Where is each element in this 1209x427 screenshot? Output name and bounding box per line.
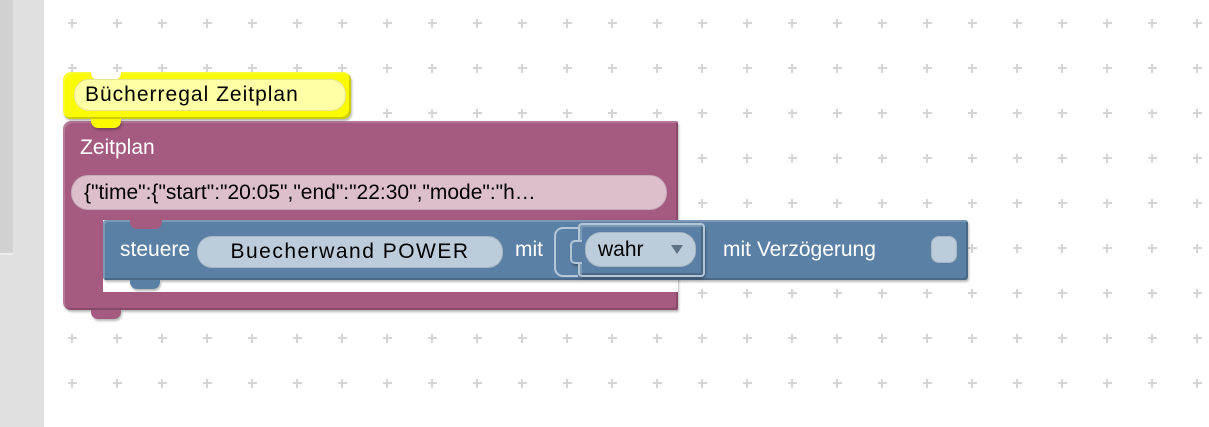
- device-id-value: Buecherwand POWER: [230, 240, 470, 263]
- cron-value: {"time":{"start":"20:05","end":"22:30","…: [84, 180, 536, 204]
- control-action-label: steuere: [120, 238, 191, 261]
- comment-top-notch: [91, 72, 121, 80]
- boolean-dropdown-value: wahr: [598, 237, 644, 261]
- logic-left-connector: [570, 240, 582, 264]
- comment-text: Bücherregal Zeitplan: [85, 83, 299, 106]
- control-bottom-connector: [130, 280, 160, 289]
- control-block[interactable]: steuere Buecherwand POWER mit mit Verzög…: [103, 220, 968, 289]
- delay-checkbox[interactable]: [931, 236, 957, 263]
- comment-text-field[interactable]: Bücherregal Zeitplan: [74, 79, 346, 111]
- control-delay-label: mit Verzögerung: [723, 238, 876, 261]
- boolean-dropdown[interactable]: wahr: [585, 232, 696, 267]
- device-id-field[interactable]: Buecherwand POWER: [197, 236, 503, 268]
- schedule-title: Zeitplan: [80, 136, 155, 159]
- comment-bottom-connector: [91, 119, 121, 128]
- comment-block[interactable]: Bücherregal Zeitplan: [63, 72, 351, 128]
- control-with-label: mit: [515, 238, 543, 261]
- cron-field[interactable]: {"time":{"start":"20:05","end":"22:30","…: [71, 175, 667, 210]
- logic-value-block[interactable]: wahr: [570, 223, 705, 277]
- scrollbar-thumb[interactable]: [0, 0, 13, 255]
- left-rail: [0, 0, 44, 427]
- statement-connector-bump: [130, 220, 162, 229]
- chevron-down-icon: [671, 245, 683, 254]
- schedule-bottom-connector: [91, 310, 121, 319]
- value-input-socket-icon: [554, 227, 578, 277]
